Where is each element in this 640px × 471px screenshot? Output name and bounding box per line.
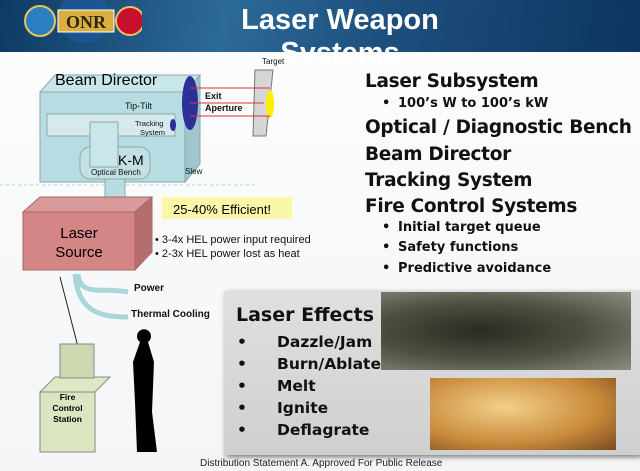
optical-bench-label: Optical Bench bbox=[91, 168, 141, 177]
thermal-cooling-label: Thermal Cooling bbox=[131, 309, 210, 320]
sub-item: Safety functions bbox=[382, 240, 518, 255]
sub-item: Initial target queue bbox=[382, 220, 541, 235]
note: • 2-3x HEL power lost as heat bbox=[155, 248, 300, 260]
target-label: Target bbox=[262, 57, 285, 66]
note: • 3-4x HEL power input required bbox=[155, 234, 311, 246]
item-beam-director: Beam Director bbox=[365, 144, 511, 165]
laser-source-line: Source bbox=[55, 244, 103, 261]
footer-statement: Distribution Statement A. Approved For P… bbox=[200, 458, 443, 469]
laser-source-line: Laser bbox=[60, 225, 98, 242]
item-laser-subsystem: Laser Subsystem bbox=[365, 71, 539, 92]
efficiency-callout: 25-40% Efficient! bbox=[173, 202, 272, 217]
fcs-line: Control bbox=[52, 403, 83, 413]
sub-item: Predictive avoidance bbox=[382, 261, 551, 276]
km-label: K-M bbox=[118, 152, 144, 168]
burn-test-photo bbox=[381, 292, 631, 370]
exit-label: Exit bbox=[205, 91, 222, 101]
beam-director-label: Beam Director bbox=[55, 72, 158, 89]
onr-logo: ONR bbox=[24, 0, 142, 43]
svg-text:ONR: ONR bbox=[66, 12, 107, 32]
fcs-line: Station bbox=[53, 414, 82, 424]
effect-item: Burn/Ablate bbox=[237, 355, 381, 373]
item-fire-control: Fire Control Systems bbox=[365, 196, 578, 217]
laser-system-diagram bbox=[0, 69, 292, 453]
aperture-label: Aperture bbox=[205, 103, 243, 113]
item-tracking-system: Tracking System bbox=[365, 170, 533, 191]
fcs-line: Fire bbox=[59, 392, 76, 402]
effect-item: Deflagrate bbox=[237, 421, 370, 439]
effect-item: Ignite bbox=[237, 399, 328, 417]
effects-title: Laser Effects bbox=[236, 304, 375, 326]
sub-item: 100’s W to 100’s kW bbox=[382, 96, 548, 111]
slew-label: Slew bbox=[185, 167, 203, 176]
page-title: Laser Weapon Systems bbox=[241, 4, 439, 69]
effect-item: Melt bbox=[237, 377, 315, 395]
effect-item: Dazzle/Jam bbox=[237, 333, 372, 351]
power-label: Power bbox=[134, 283, 165, 294]
system-label: System bbox=[140, 128, 166, 137]
tracking-label: Tracking bbox=[135, 119, 164, 128]
item-optical-bench: Optical / Diagnostic Bench bbox=[365, 117, 632, 138]
melt-test-photo bbox=[430, 378, 616, 450]
laser-effects-panel: Laser Effects Dazzle/Jam Burn/Ablate Mel… bbox=[224, 291, 640, 455]
tip-tilt-label: Tip-Tilt bbox=[125, 101, 152, 111]
